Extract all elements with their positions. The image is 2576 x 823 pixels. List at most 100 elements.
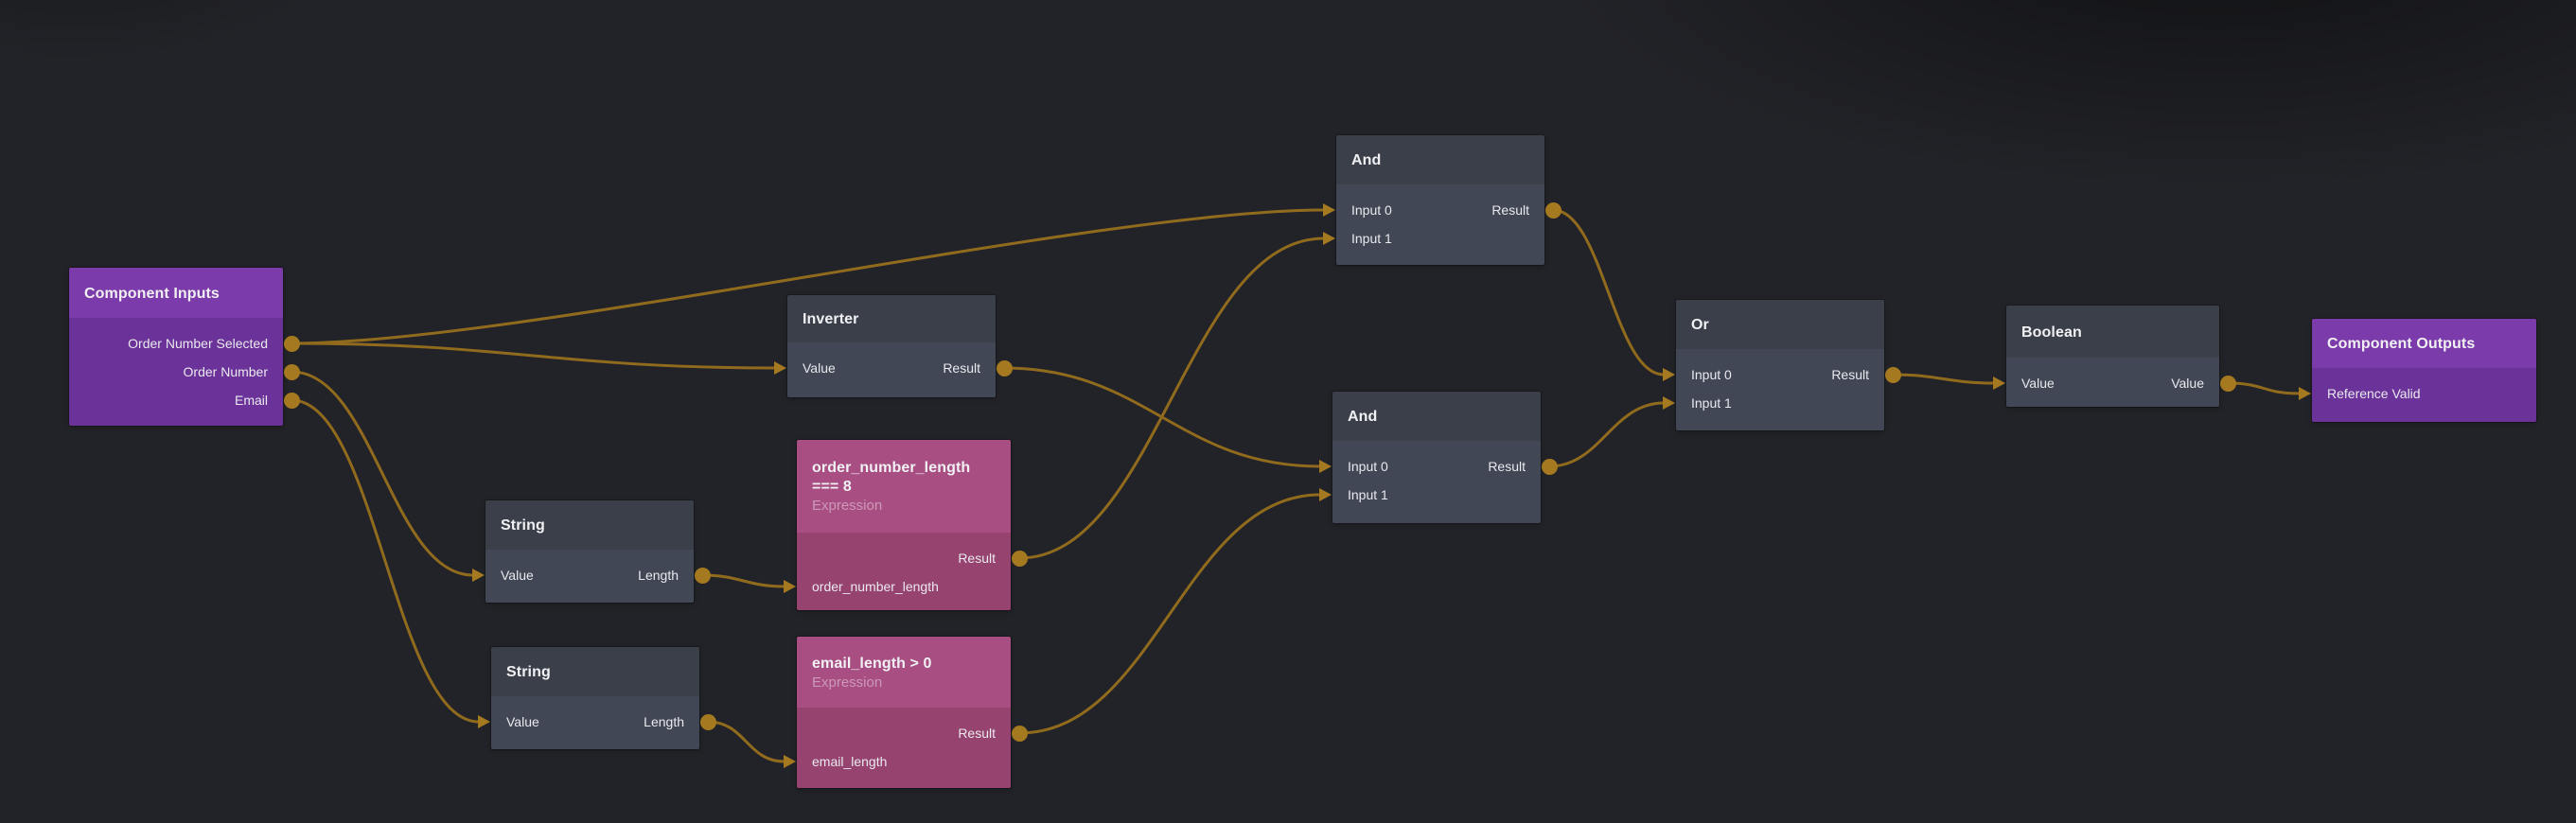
output-port-label: Result <box>958 551 996 566</box>
wire-and-1-to-or-1[interactable] <box>1551 208 1666 376</box>
output-port-dot[interactable] <box>996 359 1013 376</box>
node-header: String <box>491 647 699 696</box>
input-port-label: Input 0 <box>1351 202 1392 218</box>
node-title: Component Outputs <box>2327 336 2476 352</box>
output-port-dot[interactable] <box>1541 458 1558 475</box>
wire-string-2-to-expr-email[interactable] <box>706 720 786 763</box>
port-row: Result <box>797 719 1011 747</box>
output-port-dot[interactable] <box>2219 375 2236 392</box>
output-port-label: Value <box>2171 376 2204 391</box>
input-port-arrow[interactable] <box>774 361 786 375</box>
port-row: Input 1 <box>1336 224 1544 253</box>
input-port-arrow[interactable] <box>472 569 485 582</box>
input-port-arrow[interactable] <box>784 755 796 768</box>
wire-expr-order-number-to-and-1[interactable] <box>1017 236 1326 560</box>
node-title: String <box>501 517 545 534</box>
wire-string-1-to-expr-order-number[interactable] <box>700 573 786 588</box>
output-port-dot[interactable] <box>283 363 300 380</box>
input-port-arrow[interactable] <box>1663 396 1675 410</box>
port-row: Input 1 <box>1332 481 1541 509</box>
wire-component-inputs-to-inverter[interactable] <box>290 341 777 370</box>
port-row: Reference Valid <box>2312 379 2536 408</box>
output-port-dot[interactable] <box>1884 366 1901 383</box>
node-body: Result order_number_length <box>797 533 1011 610</box>
input-port-label: Input 0 <box>1691 367 1732 382</box>
input-port-arrow[interactable] <box>1663 368 1675 381</box>
wire-and-2-to-or-1[interactable] <box>1547 401 1666 468</box>
input-port-label: Input 1 <box>1691 395 1732 411</box>
node-header: Or <box>1676 300 1884 349</box>
node-header: String <box>485 500 694 550</box>
node-title: email_length > 0 <box>812 655 932 672</box>
node-title: order_number_length === 8 <box>812 460 971 496</box>
output-port-label: Order Number Selected <box>128 336 268 351</box>
node-subtitle: Expression <box>812 498 883 515</box>
input-port-arrow[interactable] <box>1319 488 1332 501</box>
output-port-dot[interactable] <box>699 713 716 730</box>
output-port-dot[interactable] <box>694 567 711 584</box>
node-header: And <box>1336 135 1544 184</box>
output-port-dot[interactable] <box>283 392 300 409</box>
output-port-label: Result <box>1831 367 1869 382</box>
output-port-dot[interactable] <box>1544 201 1561 219</box>
input-port-arrow[interactable] <box>784 580 796 593</box>
output-port-label: Result <box>1491 202 1529 218</box>
output-port-dot[interactable] <box>283 335 300 352</box>
input-port-label: Input 0 <box>1348 459 1388 474</box>
port-row: Result <box>797 544 1011 572</box>
node-title: Inverter <box>803 311 859 327</box>
wire-inverter-to-and-2[interactable] <box>1002 366 1322 468</box>
node-header: Inverter <box>787 295 996 342</box>
wire-component-inputs-to-and-1[interactable] <box>290 208 1326 345</box>
input-port-arrow[interactable] <box>1323 203 1335 217</box>
input-port-label: email_length <box>812 754 888 769</box>
input-port-arrow[interactable] <box>1323 232 1335 245</box>
output-port-label: Result <box>1488 459 1526 474</box>
node-title: Or <box>1691 317 1709 333</box>
input-port-arrow[interactable] <box>2299 387 2311 400</box>
input-port-label: Reference Valid <box>2327 386 2421 401</box>
node-header: Boolean <box>2006 306 2219 358</box>
input-port-label: Input 1 <box>1348 487 1388 502</box>
input-port-arrow[interactable] <box>1993 376 2005 390</box>
node-body: Reference Valid <box>2312 368 2536 422</box>
output-port-dot[interactable] <box>1011 550 1028 567</box>
port-row: order_number_length <box>797 572 1011 601</box>
input-port-label: Input 1 <box>1351 231 1392 246</box>
input-port-arrow[interactable] <box>1319 460 1332 473</box>
node-title: And <box>1348 409 1378 425</box>
port-row: Email <box>69 386 283 414</box>
wire-expr-email-to-and-2[interactable] <box>1017 493 1322 735</box>
wire-or-1-to-boolean[interactable] <box>1891 373 1996 385</box>
input-port-arrow[interactable] <box>478 715 490 728</box>
wire-component-inputs-to-string-1[interactable] <box>290 370 475 577</box>
wire-boolean-to-component-outputs[interactable] <box>2226 381 2302 395</box>
output-port-dot[interactable] <box>1011 725 1028 742</box>
port-row: Input 0 Result <box>1332 452 1541 481</box>
wire-component-inputs-to-string-2[interactable] <box>290 398 481 724</box>
